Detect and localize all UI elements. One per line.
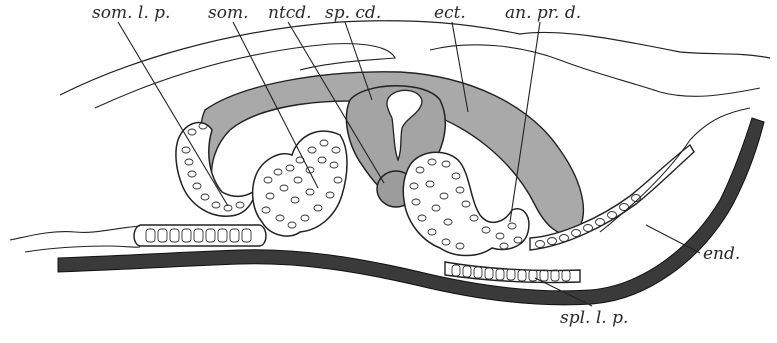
somite-mass xyxy=(253,131,347,236)
left-thin-line-2 xyxy=(25,246,140,252)
label-ect: ect. xyxy=(434,3,466,23)
endoderm-cell-band xyxy=(445,262,580,283)
label-an-pr-d: an. pr. d. xyxy=(505,3,581,23)
label-end: end. xyxy=(703,244,740,264)
label-som-l-p: som. l. p. xyxy=(92,3,170,23)
label-spl-l-p: spl. l. p. xyxy=(560,308,628,328)
label-ntcd: ntcd. xyxy=(268,3,312,23)
left-thin-line-1 xyxy=(10,226,140,240)
label-sp-cd: sp. cd. xyxy=(325,3,381,23)
splanchnic-plate-left xyxy=(134,225,266,246)
label-som: som. xyxy=(208,3,248,23)
